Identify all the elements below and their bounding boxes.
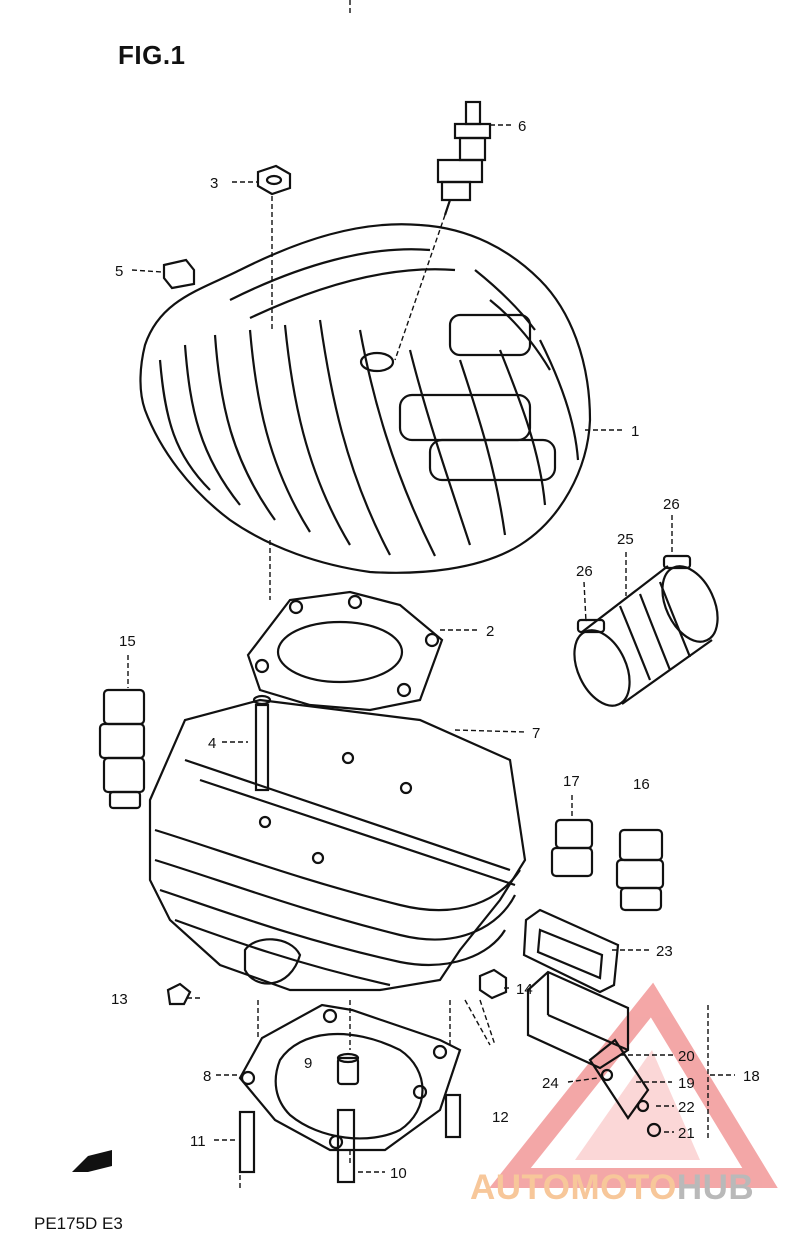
- cap-part: [162, 258, 196, 290]
- callout-8: 8: [203, 1068, 211, 1085]
- hose-clamp-icon: [576, 554, 692, 634]
- intake-pipe: [573, 565, 719, 707]
- leader-lines: [127, 0, 735, 1190]
- callout-4: 4: [208, 735, 216, 752]
- cylinder-studs: [238, 1093, 462, 1184]
- spark-plug: [436, 100, 492, 216]
- callout-11: 11: [190, 1133, 206, 1150]
- callout-14: 14: [516, 981, 533, 998]
- callout-22: 22: [678, 1099, 695, 1116]
- cylinder-block: [148, 694, 527, 992]
- reed-valve-assembly: [526, 970, 662, 1138]
- dowel-pin: [336, 1052, 360, 1086]
- rubber-damper-15: [98, 688, 146, 810]
- callout-24: 24: [542, 1075, 559, 1092]
- callout-labels: 1 2 3 4 5 6 7 8 9 10 11 12 13 14 15 16 1…: [111, 118, 760, 1182]
- callout-21: 21: [678, 1125, 695, 1142]
- base-gasket: [238, 1003, 462, 1152]
- callout-9: 9: [304, 1055, 312, 1072]
- callout-6: 6: [518, 118, 526, 135]
- callout-12: 12: [492, 1109, 509, 1126]
- cylinder-head: [139, 223, 592, 574]
- callout-19: 19: [678, 1075, 695, 1092]
- small-parts: [166, 968, 508, 1006]
- callout-1: 1: [631, 423, 639, 440]
- reed-valve-gasket: [522, 908, 620, 994]
- callout-13: 13: [111, 991, 128, 1008]
- callout-20: 20: [678, 1048, 695, 1065]
- callout-18: 18: [743, 1068, 760, 1085]
- callout-23: 23: [656, 943, 673, 960]
- watermark-logo: AUTOMOTOHUB: [470, 1168, 754, 1208]
- callout-25: 25: [617, 531, 634, 548]
- front-arrow-icon: [72, 1150, 112, 1172]
- callout-10: 10: [390, 1165, 407, 1182]
- callout-7: 7: [532, 725, 540, 742]
- callout-17: 17: [563, 773, 580, 790]
- rubber-damper-17: [550, 818, 594, 878]
- callout-5: 5: [115, 263, 123, 280]
- callout-16: 16: [633, 776, 650, 793]
- figure-title: FIG.1: [118, 40, 186, 70]
- callout-2: 2: [486, 623, 494, 640]
- rubber-damper-16: [615, 828, 665, 912]
- figure-code: PE175D E3: [34, 1214, 123, 1233]
- callout-3: 3: [210, 175, 218, 192]
- head-nut: [256, 164, 292, 196]
- callout-15: 15: [119, 633, 136, 650]
- watermark-part1: AUTOMOTO: [470, 1168, 677, 1207]
- head-gasket: [246, 590, 444, 712]
- watermark-part2: HUB: [676, 1168, 755, 1207]
- callout-26a: 26: [576, 563, 593, 580]
- callout-26b: 26: [663, 496, 680, 513]
